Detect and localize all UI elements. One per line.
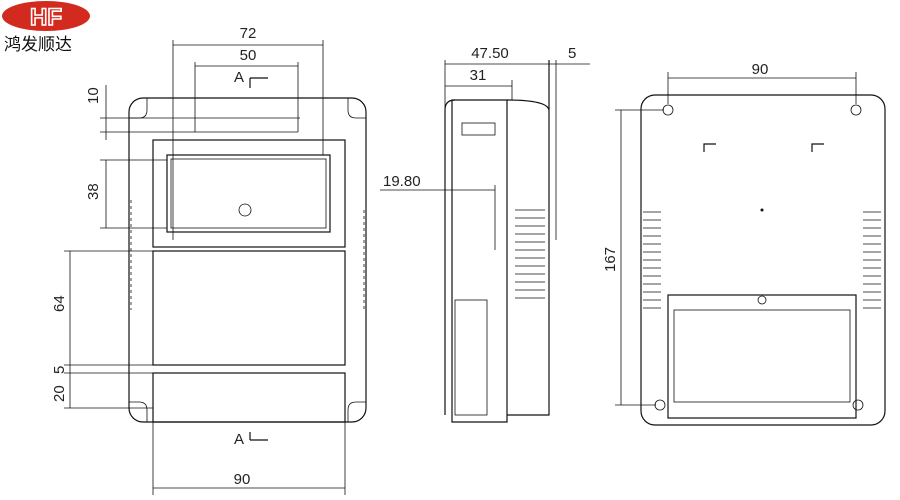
dim-31: 31 xyxy=(470,67,487,84)
back-view: 90 167 xyxy=(602,61,886,426)
dim-20: 20 xyxy=(51,385,68,402)
dim-10: 10 xyxy=(85,87,102,104)
dim-47-50: 47.50 xyxy=(471,45,509,62)
dim-72: 72 xyxy=(240,25,257,42)
dim-90-back: 90 xyxy=(752,61,769,78)
section-label-bottom: A xyxy=(234,431,244,448)
dim-38: 38 xyxy=(85,183,102,200)
dim-64: 64 xyxy=(51,295,68,312)
dim-167: 167 xyxy=(602,247,619,272)
logo: HF xyxy=(2,1,90,32)
dim-5-side: 5 xyxy=(568,45,576,62)
side-view: 47.50 5 31 19.80 xyxy=(380,45,590,423)
brand-name: 鸿发顺达 xyxy=(4,35,72,55)
dim-90-front: 90 xyxy=(234,471,251,488)
logo-mark: HF xyxy=(30,4,62,31)
dim-19-80: 19.80 xyxy=(383,173,421,190)
front-view: 72 50 A 10 38 64 5 20 A 90 xyxy=(51,25,367,495)
dim-5: 5 xyxy=(51,366,68,374)
dim-50: 50 xyxy=(240,47,257,64)
section-label-top: A xyxy=(234,69,244,86)
